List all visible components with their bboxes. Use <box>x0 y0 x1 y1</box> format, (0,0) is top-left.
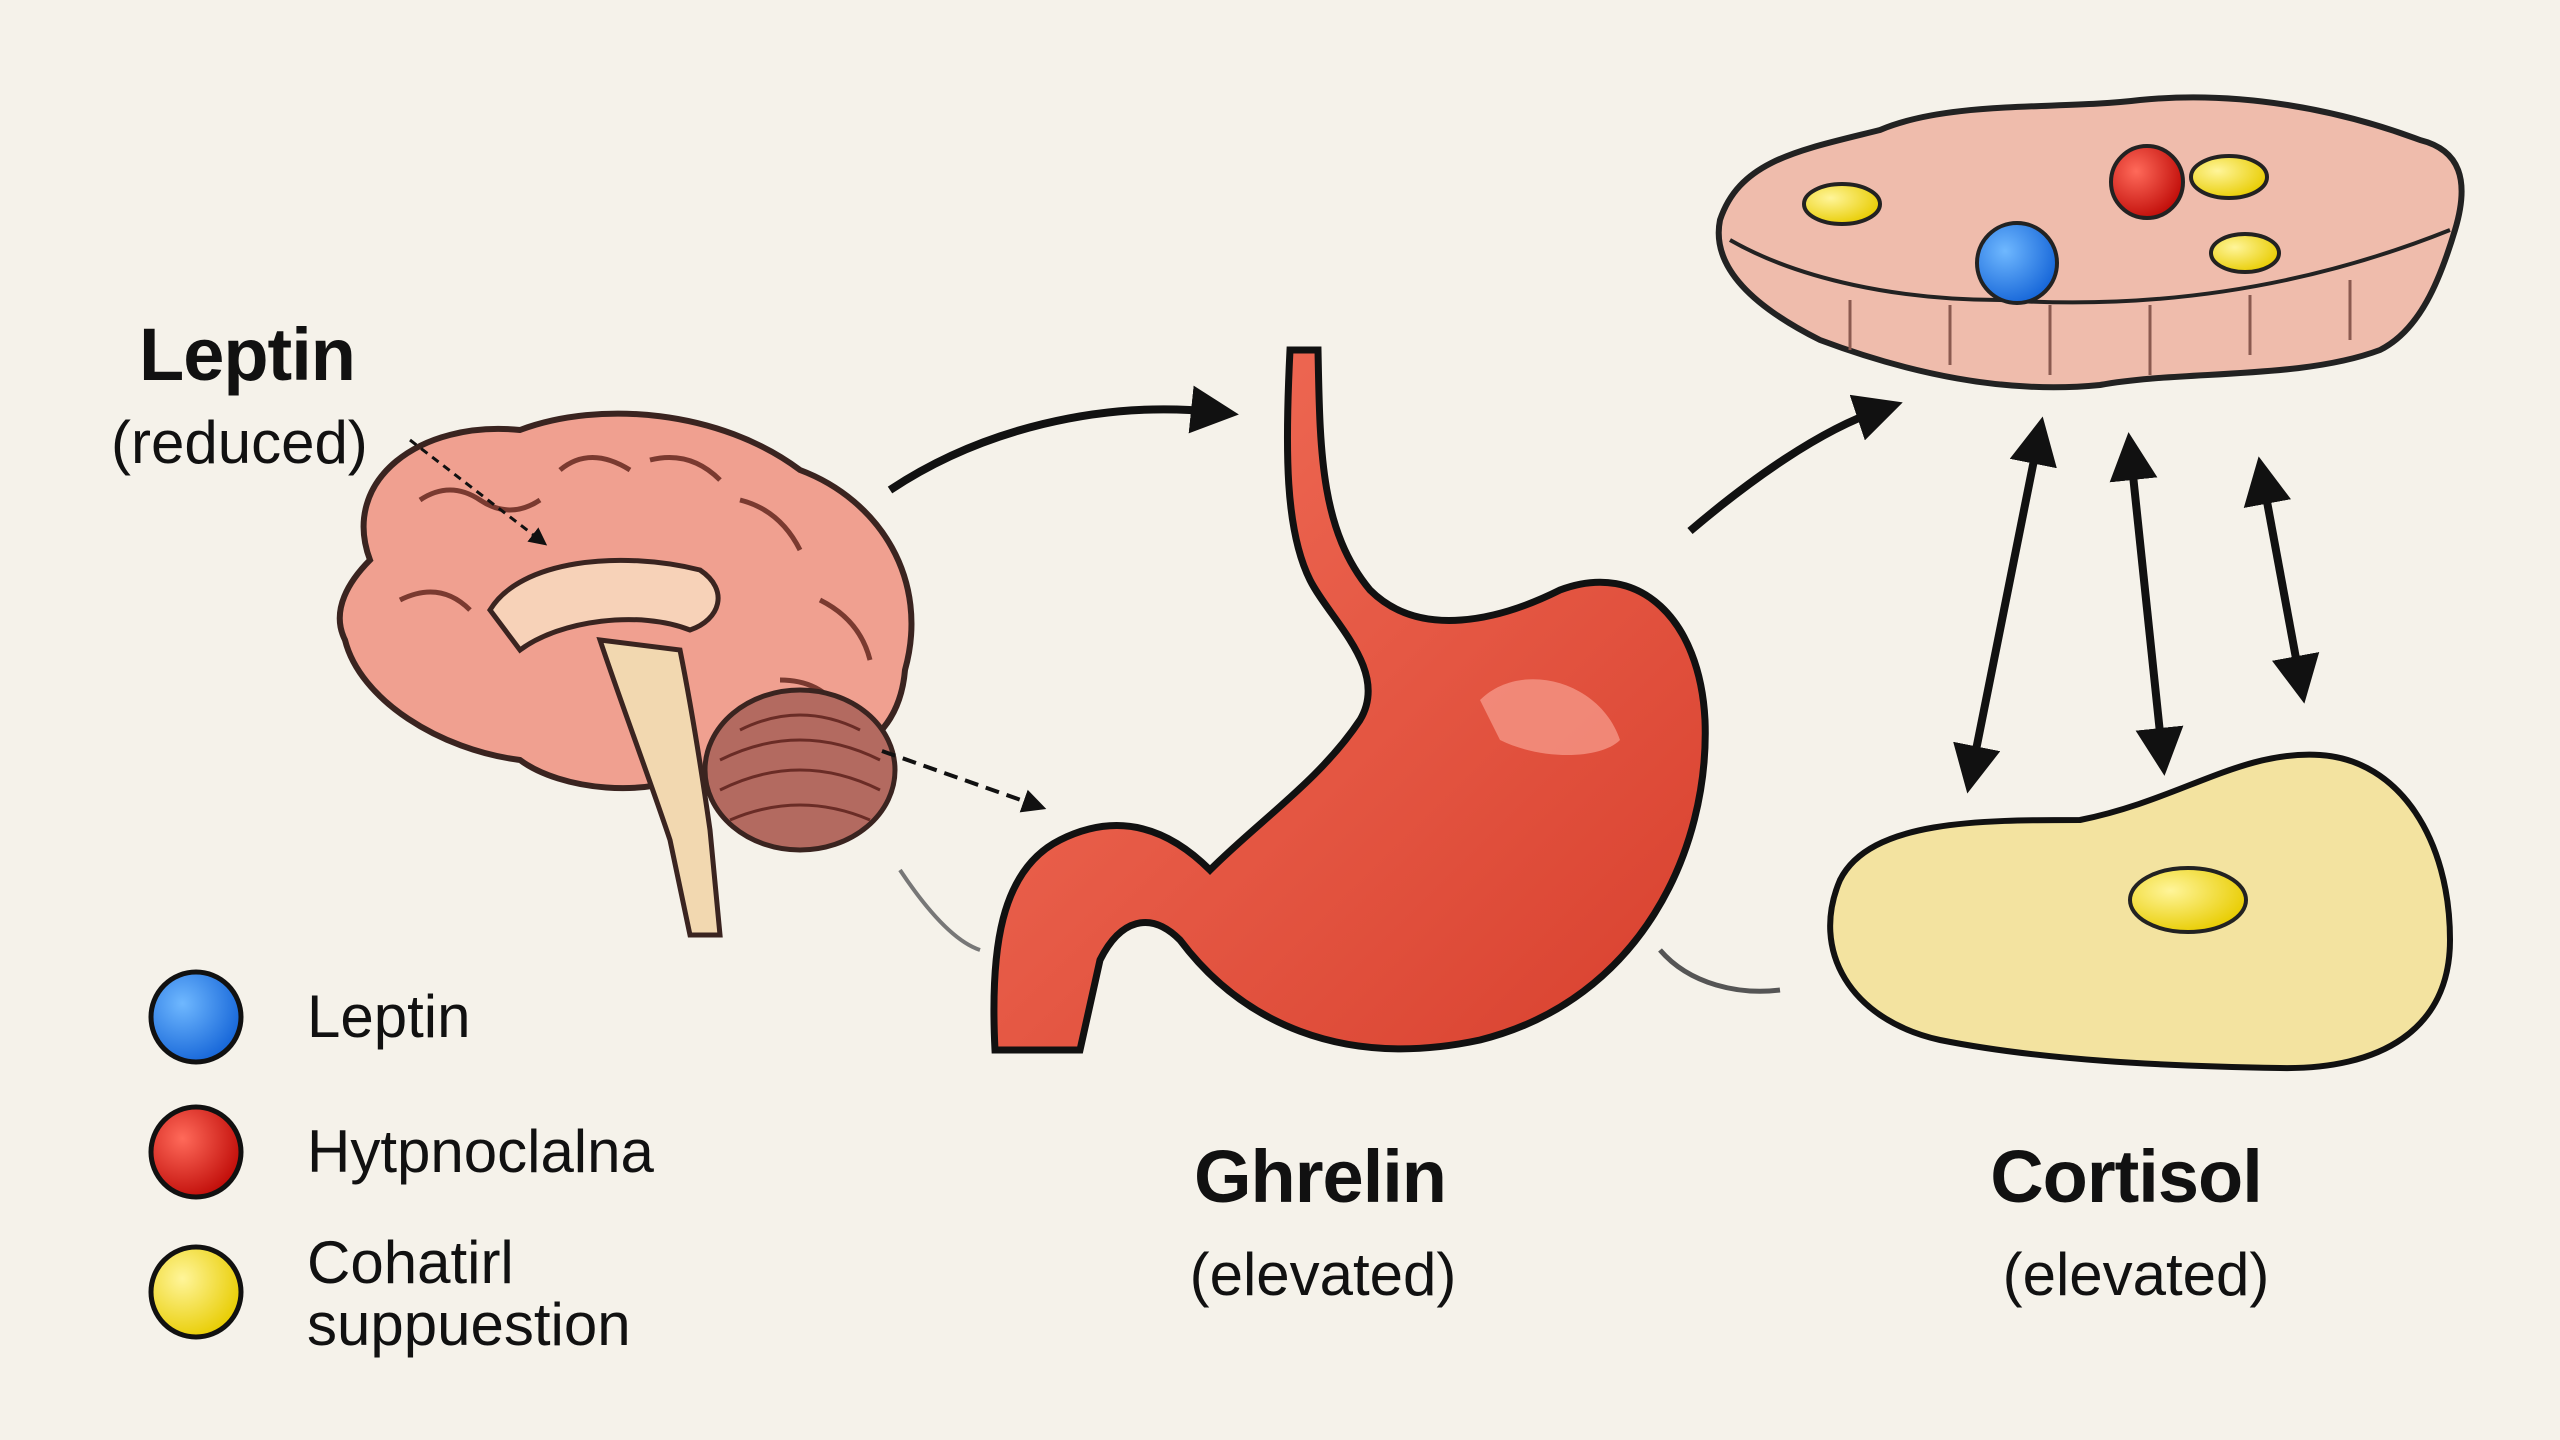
legend-label-leptin: Leptin <box>307 983 471 1050</box>
fat-hormone-title: Cortisol <box>1990 1135 2263 1218</box>
legend-label-yellow: Cohatirl suppuestion <box>307 1229 631 1358</box>
stomach-hormone-title: Ghrelin <box>1193 1135 1447 1218</box>
double-arrow-1 <box>1953 416 2057 794</box>
yellow-molecule-icon <box>2128 866 2248 934</box>
arrow-stomach-to-liver <box>1687 394 1903 535</box>
yellow-molecule-icon <box>1802 182 1882 226</box>
yellow-molecule-icon <box>2189 154 2269 200</box>
legend-blue-dot-icon <box>148 969 244 1065</box>
stomach-hormone-status: (elevated) <box>1189 1241 1457 1308</box>
yellow-molecule-icon <box>2209 232 2281 274</box>
legend-red-dot-icon <box>148 1104 244 1200</box>
legend-yellow-dot-icon <box>148 1244 244 1340</box>
stomach-illustration <box>898 346 1781 1054</box>
double-arrow-2 <box>2109 432 2184 776</box>
arrow-brain-to-stomach <box>887 385 1239 494</box>
fat-hormone-status: (elevated) <box>2002 1241 2270 1308</box>
liver-tissue-illustration <box>1715 94 2465 391</box>
dashed-arrow-brain-to-stomach <box>881 749 1047 813</box>
brain-hormone-title: Leptin <box>139 313 356 396</box>
double-arrow-3 <box>2243 456 2320 704</box>
brain-illustration <box>336 410 915 938</box>
legend-label-red: Hytpnoclalna <box>307 1118 654 1185</box>
fat-cell-illustration <box>1827 751 2454 1072</box>
blue-molecule-icon <box>1975 221 2059 305</box>
brain-hormone-status: (reduced) <box>111 409 368 476</box>
red-molecule-icon <box>2109 144 2185 220</box>
